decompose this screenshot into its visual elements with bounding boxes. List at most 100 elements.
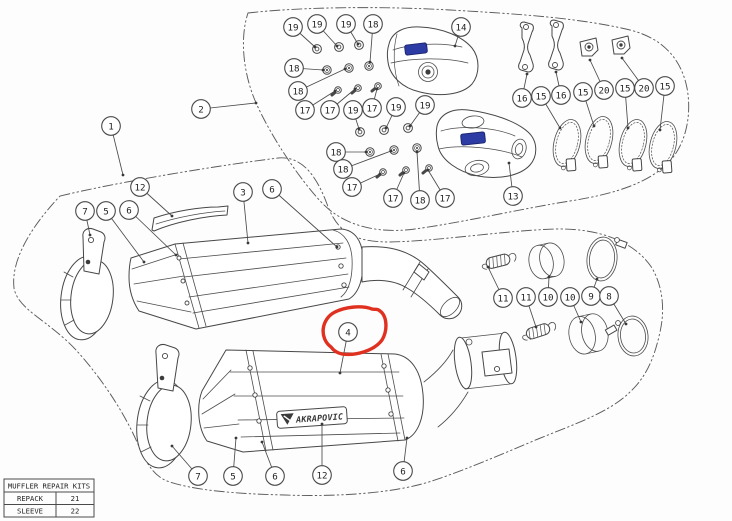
- callout-6: 6: [393, 436, 413, 481]
- callout-circle: [343, 100, 363, 120]
- callout-20: 20: [588, 58, 614, 100]
- callout-circle: [594, 80, 614, 100]
- callout-number: 5: [230, 471, 236, 482]
- callout-number: 7: [195, 471, 201, 482]
- callout-number: 3: [240, 187, 246, 198]
- upper-link-pipe: [361, 246, 463, 320]
- washer: [354, 40, 364, 50]
- callout-circle: [265, 466, 285, 486]
- callout-number: 15: [659, 81, 670, 92]
- callout-circle: [599, 286, 619, 306]
- callout-number: 20: [638, 83, 649, 94]
- callout-circle: [410, 190, 430, 210]
- callout-number: 17: [387, 193, 398, 204]
- callout-number: 11: [520, 292, 531, 303]
- callout-number: 13: [507, 191, 518, 202]
- callout-circle: [119, 200, 139, 220]
- callout-number: 15: [577, 87, 588, 98]
- callout-number: 19: [419, 100, 430, 111]
- callout-10: 10: [538, 275, 558, 307]
- logo-plate-blue: [404, 42, 428, 56]
- bolt: [330, 86, 342, 97]
- callout-18: 18: [363, 14, 383, 64]
- callout-circle: [363, 14, 383, 34]
- callout-number: 6: [269, 184, 275, 195]
- callout-circle: [223, 466, 243, 486]
- lower-muffler-bracket: [155, 344, 180, 392]
- callout-circle: [338, 322, 358, 342]
- callout-number: 2: [198, 104, 204, 115]
- highlight-ring: [321, 305, 388, 357]
- callout-15: 15: [531, 86, 562, 130]
- washer: [334, 42, 344, 52]
- callout-19: 19: [336, 14, 360, 46]
- upper-band-clamp: [60, 255, 114, 341]
- flange-nut: [365, 147, 375, 157]
- lower-link-pipe: [423, 331, 518, 428]
- flange-nut: [344, 63, 354, 73]
- callout-13: 13: [503, 161, 523, 206]
- callout-18: 18: [326, 142, 368, 162]
- callout-6: 6: [262, 179, 339, 249]
- callout-number: 16: [516, 93, 527, 104]
- callout-number: 19: [311, 19, 322, 30]
- hose-clamp-15: [618, 119, 648, 172]
- callout-circle: [551, 85, 571, 105]
- callout-circle: [101, 116, 121, 136]
- callout-18: 18: [288, 67, 347, 101]
- callout-circle: [307, 14, 327, 34]
- callout-circle: [415, 95, 435, 115]
- callout-number: 18: [330, 147, 341, 158]
- sleeve-ring-10-a: [528, 242, 565, 280]
- callout-circle: [538, 287, 558, 307]
- callout-number: 17: [299, 105, 310, 116]
- callout-circle: [493, 288, 513, 308]
- washer: [355, 127, 365, 137]
- hose-clamp-15: [584, 116, 614, 169]
- heat-shield-14: [386, 26, 479, 96]
- callout-7: 7: [170, 444, 208, 486]
- callout-19: 19: [343, 100, 363, 131]
- callout-11: 11: [516, 287, 538, 329]
- lower-group-boundary: [13, 157, 664, 496]
- akrapovic-badge-text: AKRAPOVIC: [295, 411, 344, 424]
- callout-circle: [573, 82, 593, 102]
- callout-number: 10: [564, 292, 575, 303]
- table-cell-number: 22: [71, 507, 80, 516]
- repair-kits-table: MUFFLER REPAIR KITS REPACK 21 SLEEVE 22: [3, 478, 95, 518]
- callout-circle: [383, 188, 403, 208]
- callout-19: 19: [408, 95, 435, 128]
- callout-2: 2: [191, 99, 258, 119]
- callout-circle: [96, 201, 116, 221]
- upper-muffler: [128, 228, 364, 330]
- callout-circle: [333, 159, 353, 179]
- callout-circle: [512, 88, 532, 108]
- callout-circle: [130, 177, 150, 197]
- callout-5: 5: [223, 436, 243, 486]
- clamp-holder-20-a: [579, 37, 599, 57]
- sleeve-ring-10-b: [568, 313, 609, 355]
- callout-6: 6: [119, 200, 178, 257]
- callout-number: 9: [588, 291, 594, 302]
- callout-number: 19: [287, 22, 298, 33]
- callout-3: 3: [233, 182, 253, 245]
- flange-nut: [364, 61, 374, 71]
- callout-number: 12: [134, 182, 145, 193]
- akrapovic-badge: AKRAPOVIC: [276, 406, 348, 429]
- callout-number: 19: [347, 105, 358, 116]
- band-clamp-9: [586, 236, 628, 282]
- callout-number: 8: [606, 291, 612, 302]
- callout-circle: [451, 17, 471, 37]
- callout-number: 15: [619, 83, 630, 94]
- heat-shield-13: [435, 109, 537, 179]
- callout-number: 1: [108, 121, 114, 132]
- callout-11: 11: [486, 265, 513, 308]
- callout-18: 18: [410, 150, 430, 210]
- callout-circle: [188, 466, 208, 486]
- callout-number: 5: [103, 206, 109, 217]
- callout-circle: [503, 186, 523, 206]
- callout-12: 12: [312, 422, 332, 485]
- callout-circle: [362, 98, 382, 118]
